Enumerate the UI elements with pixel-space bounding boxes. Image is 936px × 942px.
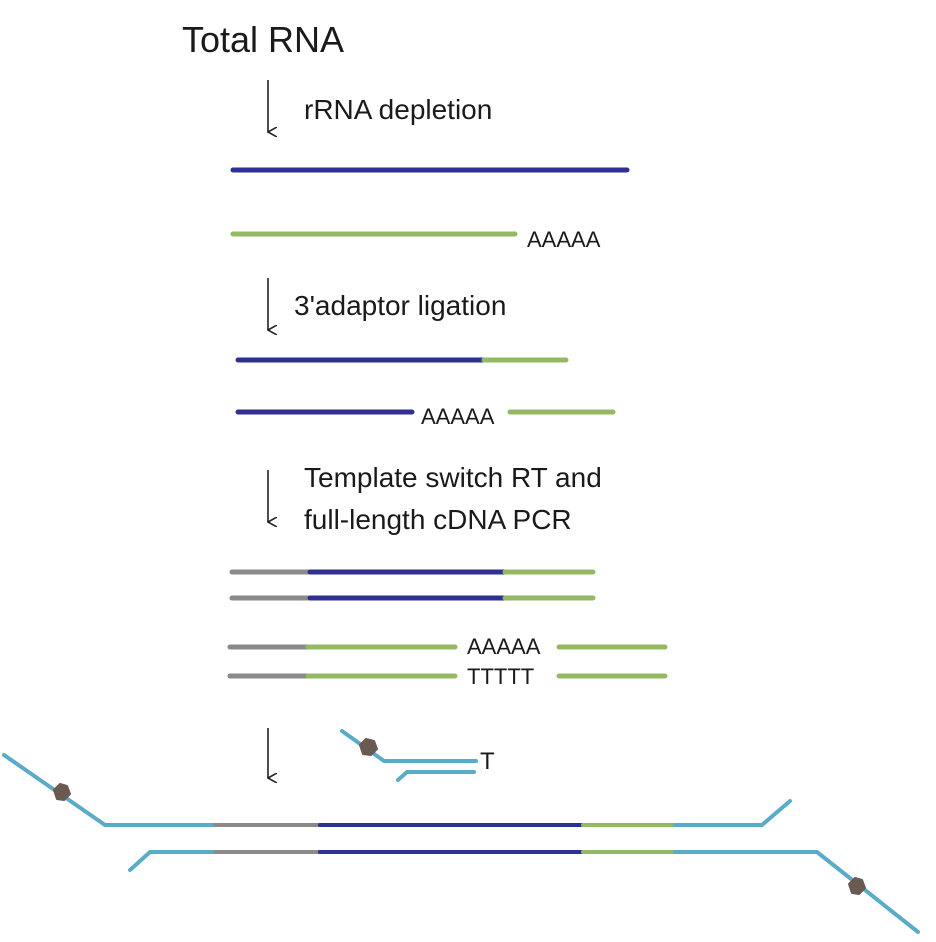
tn5-adaptor-bottom xyxy=(396,770,476,782)
step-label-adaptor-ligation: 3'adaptor ligation xyxy=(294,290,507,321)
tn5-bead-right-icon xyxy=(848,877,866,895)
diagram-title: Total RNA xyxy=(182,19,345,60)
tn5-transposome xyxy=(340,729,478,782)
library-top-right-arm xyxy=(673,799,792,827)
tn5-bead-left-icon xyxy=(53,783,71,801)
polya-tail-label: AAAAA xyxy=(421,404,495,429)
polyt-tail-label: TTTTT xyxy=(467,664,535,689)
step-label-template-switch: Template switch RT and xyxy=(304,462,602,493)
polya-tail-label: AAAAA xyxy=(467,634,541,659)
step-label-rrna-depletion: rRNA depletion xyxy=(304,94,493,125)
tn5-insert-label: T xyxy=(480,748,495,775)
full-length-cdna xyxy=(227,569,668,679)
library-bottom-left-arm xyxy=(128,850,217,872)
polya-tail-label: AAAAA xyxy=(527,227,601,252)
tn5-adaptor-top xyxy=(340,729,478,763)
step-label-cdna-pcr: full-length cDNA PCR xyxy=(304,504,572,535)
tagmented-library xyxy=(2,753,920,934)
depleted-rna xyxy=(230,167,630,237)
library-bottom-right-arm xyxy=(673,850,920,934)
adaptor-ligated-rna xyxy=(235,357,616,415)
tn5-enzyme-icon xyxy=(359,738,378,756)
library-top-left-arm xyxy=(2,753,217,827)
